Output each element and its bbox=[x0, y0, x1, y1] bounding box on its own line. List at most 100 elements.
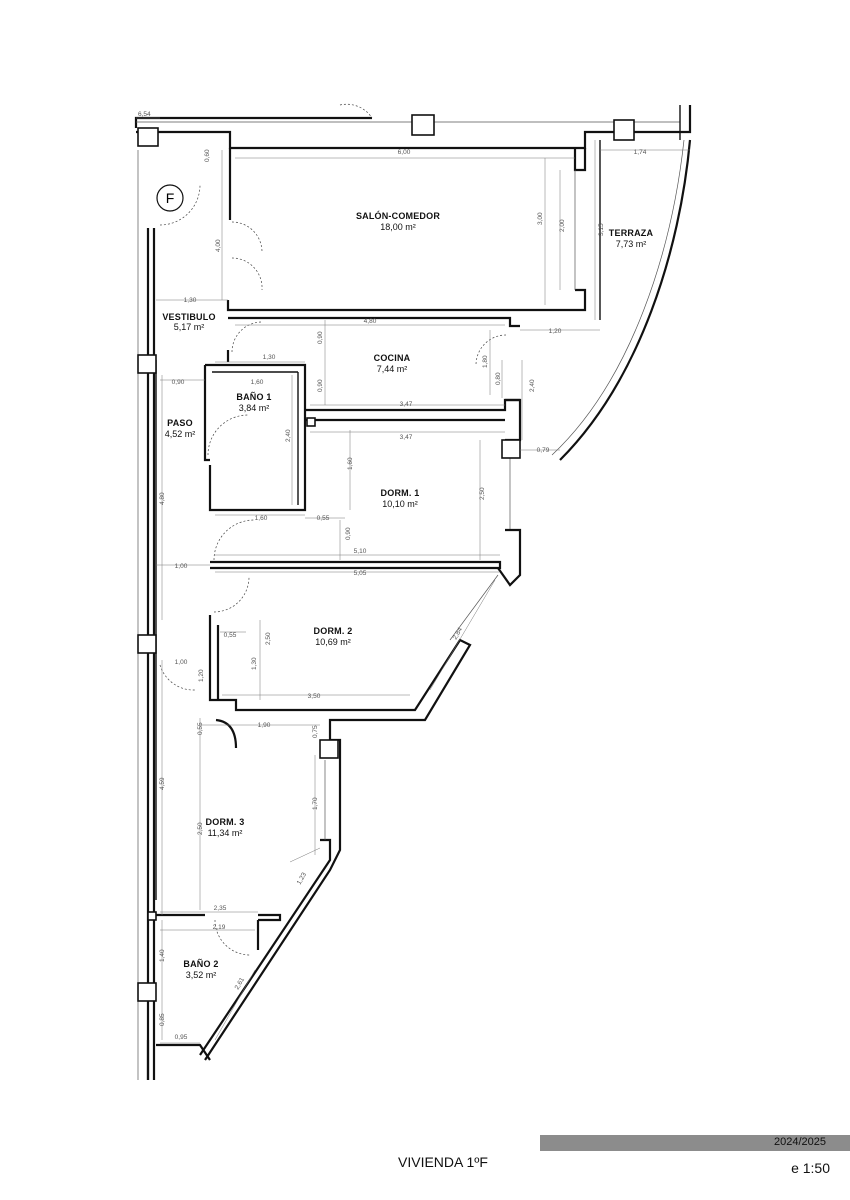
dimension-value: 0,90 bbox=[317, 331, 324, 344]
door-swing bbox=[339, 103, 373, 119]
dimension-value: 1,20 bbox=[198, 669, 205, 682]
dimension-value: 1,30 bbox=[184, 297, 197, 304]
room-name: DORM. 2 bbox=[314, 626, 353, 636]
dimension-value: 2,19 bbox=[213, 924, 226, 931]
bano1-walls bbox=[205, 363, 307, 512]
room-area: 10,69 m² bbox=[315, 637, 351, 647]
dimension-value: 3,47 bbox=[400, 434, 413, 441]
dimension-value: 0,55 bbox=[224, 632, 237, 639]
dimension-value: 6,00 bbox=[398, 149, 411, 156]
room-area: 3,84 m² bbox=[239, 403, 270, 413]
dimension-value: 2,50 bbox=[479, 487, 486, 500]
dimension-value: 1,60 bbox=[255, 515, 268, 522]
column bbox=[319, 739, 339, 759]
room-area: 11,34 m² bbox=[208, 828, 243, 838]
columns bbox=[137, 114, 635, 1002]
dimension-value: 0,75 bbox=[312, 725, 319, 738]
dimension-value: 1,70 bbox=[312, 797, 319, 810]
door-swing bbox=[207, 414, 249, 456]
room-area: 4,52 m² bbox=[165, 429, 196, 439]
room-area: 7,44 m² bbox=[377, 364, 408, 374]
room-area: 3,52 m² bbox=[186, 970, 217, 980]
room-name: VESTIBULO bbox=[162, 312, 215, 322]
column bbox=[137, 634, 157, 654]
dimension-value: 2,40 bbox=[285, 429, 292, 442]
door-swing bbox=[213, 519, 255, 561]
room-name: DORM. 1 bbox=[381, 488, 420, 498]
column bbox=[137, 982, 157, 1002]
room-name: COCINA bbox=[374, 353, 411, 363]
dimension-value: 3,00 bbox=[537, 212, 544, 225]
column bbox=[613, 119, 635, 141]
dimension-value: 4,80 bbox=[364, 318, 377, 325]
dimension-value: 2,00 bbox=[559, 219, 566, 232]
column bbox=[137, 127, 159, 147]
column bbox=[147, 911, 157, 921]
curved-wall bbox=[215, 718, 238, 749]
door-swing bbox=[231, 257, 263, 291]
dorm3-window-inner bbox=[199, 838, 332, 1056]
dimension-value: 0,90 bbox=[317, 379, 324, 392]
dimension-value: 3,15 bbox=[598, 223, 605, 236]
dimension-value: 1,30 bbox=[251, 657, 258, 670]
plan-title: VIVIENDA 1ºF bbox=[398, 1154, 488, 1170]
dimension-value: 6,54 bbox=[138, 111, 151, 118]
dimension-value: 1,00 bbox=[175, 563, 188, 570]
column bbox=[411, 114, 435, 136]
terraza-edge-inner bbox=[551, 139, 685, 456]
room-area: 5,17 m² bbox=[174, 322, 205, 332]
dimension-value: 1,30 bbox=[263, 354, 276, 361]
dimension-value: 4,00 bbox=[215, 239, 222, 252]
salon-right-top bbox=[573, 148, 587, 172]
dimension-value: 2,40 bbox=[529, 379, 536, 392]
plan-scale: e 1:50 bbox=[791, 1160, 830, 1176]
room-name: TERRAZA bbox=[609, 228, 654, 238]
dimension-value: 2,84 bbox=[452, 626, 465, 641]
dimension-value: 1,00 bbox=[175, 659, 188, 666]
bano1-left-wall bbox=[203, 365, 210, 462]
dimension-value: 1,74 bbox=[634, 149, 647, 156]
column bbox=[501, 439, 521, 459]
dimension-value: 5,10 bbox=[354, 548, 367, 555]
room-area: 10,10 m² bbox=[382, 499, 418, 509]
bano2-top-right bbox=[258, 913, 282, 922]
dimension-value: 1,90 bbox=[258, 722, 271, 729]
column bbox=[137, 354, 157, 374]
dimension-value: 1,60 bbox=[251, 379, 264, 386]
room-name: DORM. 3 bbox=[206, 817, 245, 827]
terraza-edge bbox=[559, 139, 692, 461]
cocina-top-wall bbox=[228, 316, 520, 328]
salon-bottom-wall bbox=[226, 288, 587, 312]
dimension-value: 0,55 bbox=[197, 722, 204, 735]
column bbox=[306, 417, 316, 427]
dorm2-window bbox=[449, 574, 499, 641]
door-swing bbox=[475, 334, 507, 366]
dimension-value: 2,50 bbox=[265, 632, 272, 645]
dimension-value: 2,50 bbox=[197, 822, 204, 835]
footer-bar bbox=[540, 1135, 850, 1151]
entrance-marker: F bbox=[156, 184, 184, 212]
room-name: BAÑO 1 bbox=[236, 392, 271, 402]
dimension-value: 3,47 bbox=[400, 401, 413, 408]
door-swing bbox=[213, 576, 250, 613]
dimension-value: 3,50 bbox=[308, 693, 321, 700]
bottom-wall bbox=[156, 1043, 211, 1061]
entrance-label: F bbox=[166, 190, 175, 206]
dimension-value: 1,40 bbox=[159, 949, 166, 962]
dimension-value: 0,95 bbox=[175, 1034, 188, 1041]
dimension-value: 5,05 bbox=[354, 570, 367, 577]
dorm1-right-top bbox=[505, 398, 522, 442]
room-name: PASO bbox=[167, 418, 193, 428]
dimension-value: 2,35 bbox=[214, 905, 227, 912]
dimension-value: 1,80 bbox=[482, 355, 489, 368]
room-labels: SALÓN-COMEDOR 18,00 m² TERRAZA 7,73 m² V… bbox=[162, 210, 653, 980]
dimension-value: 0,85 bbox=[159, 1013, 166, 1026]
dorm3-right-wall bbox=[204, 738, 342, 1061]
dimension-values: 6,54 0,60 6,00 1,74 3,00 2,00 3,15 4,00 … bbox=[138, 111, 647, 1041]
dimension-value: 4,80 bbox=[159, 492, 166, 505]
footer-year: 2024/2025 bbox=[774, 1136, 826, 1148]
dimension-value: 0,79 bbox=[537, 447, 550, 454]
room-area: 7,73 m² bbox=[616, 239, 647, 249]
dorm1-corner bbox=[497, 528, 522, 587]
